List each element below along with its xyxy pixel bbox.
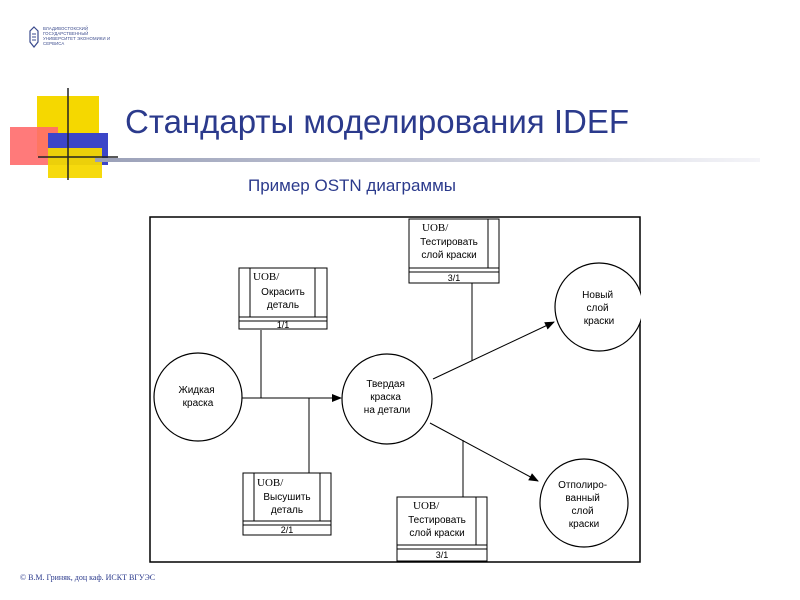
uob-test-bottom-line-1: Тестировать (408, 515, 466, 526)
state-new-layer-line-2: слой (587, 303, 609, 314)
page-title: Стандарты моделирования IDEF (125, 103, 629, 140)
uob-test-bottom-text: UOB/ Тестировать слой краски 3/1 (408, 500, 466, 560)
deco-yellow-square-small (48, 148, 102, 178)
uob-paint-number: 1/1 (277, 320, 290, 330)
ostn-diagram: Жидкая краска Твердая краска на детали Н… (149, 216, 641, 563)
uob-paint-line-1: Окрасить (261, 287, 305, 298)
link-hard-to-polished (429, 422, 539, 482)
uob-test-bottom-number: 3/1 (436, 550, 449, 560)
state-hard-line-2: краска (370, 392, 401, 403)
state-hard: Твердая краска на детали (341, 353, 433, 445)
uob-paint (238, 267, 328, 330)
uob-test-bottom-header: UOB/ (413, 500, 440, 512)
uob-paint-header: UOB/ (253, 271, 280, 283)
uob-paint-line-2: деталь (267, 300, 299, 311)
uob-dry-number: 2/1 (281, 525, 294, 535)
diagram-links (218, 283, 555, 497)
title-underline (95, 158, 760, 162)
uob-test-bottom-line-2: слой краски (409, 528, 464, 539)
uob-test-top-number: 3/1 (448, 273, 461, 283)
uob-dry-header: UOB/ (257, 477, 284, 489)
state-polished-line-3: слой (572, 506, 594, 517)
decorative-squares (10, 88, 118, 180)
uob-test-top-line-2: слой краски (421, 250, 476, 261)
state-liquid: Жидкая краска (153, 352, 243, 442)
uob-test-top-text: UOB/ Тестировать слой краски 3/1 (420, 222, 478, 283)
page-subtitle: Пример OSTN диаграммы (248, 176, 457, 195)
uob-test-top (408, 218, 500, 284)
university-emblem-icon (29, 26, 39, 48)
uob-paint-text: UOB/ Окрасить деталь 1/1 (253, 271, 305, 330)
state-new-layer-line-1: Новый (582, 290, 613, 301)
uob-dry-line-2: деталь (271, 505, 303, 516)
university-logo: Владивостокский государственный универси… (28, 24, 110, 64)
uob-test-top-line-1: Тестировать (420, 237, 478, 248)
svg-text:Отполиро- ванный с: Отполиро- ванный слой краски (558, 480, 610, 530)
state-hard-line-1: Твердая (366, 379, 405, 390)
state-liquid-line-2: краска (183, 398, 214, 409)
state-hard-line-3: на детали (364, 405, 410, 416)
state-new-layer: Новый слой краски (554, 262, 641, 352)
logo-text: Владивостокский государственный универси… (43, 26, 111, 46)
link-hard-to-new-layer (432, 321, 555, 380)
state-liquid-line-1: Жидкая (178, 385, 214, 396)
state-polished-line-4: краски (569, 519, 599, 530)
uob-dry (242, 472, 332, 536)
svg-text:Новый слой краски: Новый слой краски (582, 290, 616, 327)
uob-test-top-header: UOB/ (422, 222, 449, 234)
footer-copyright: © В.М. Гриняк, доц каф. ИСКТ ВГУЭС (20, 573, 156, 582)
uob-test-bottom (396, 496, 488, 562)
state-polished-line-1: Отполиро- (558, 480, 607, 491)
state-polished: Отполиро- ванный слой краски (539, 458, 629, 548)
state-new-layer-line-3: краски (584, 316, 614, 327)
state-polished-line-2: ванный (565, 493, 600, 504)
uob-dry-text: UOB/ Высушить деталь 2/1 (257, 477, 311, 535)
svg-text:Твердая краска на: Твердая краска на детали (364, 379, 410, 416)
uob-dry-line-1: Высушить (263, 492, 310, 503)
svg-text:Жидкая краска: Жидкая краска (178, 385, 217, 409)
